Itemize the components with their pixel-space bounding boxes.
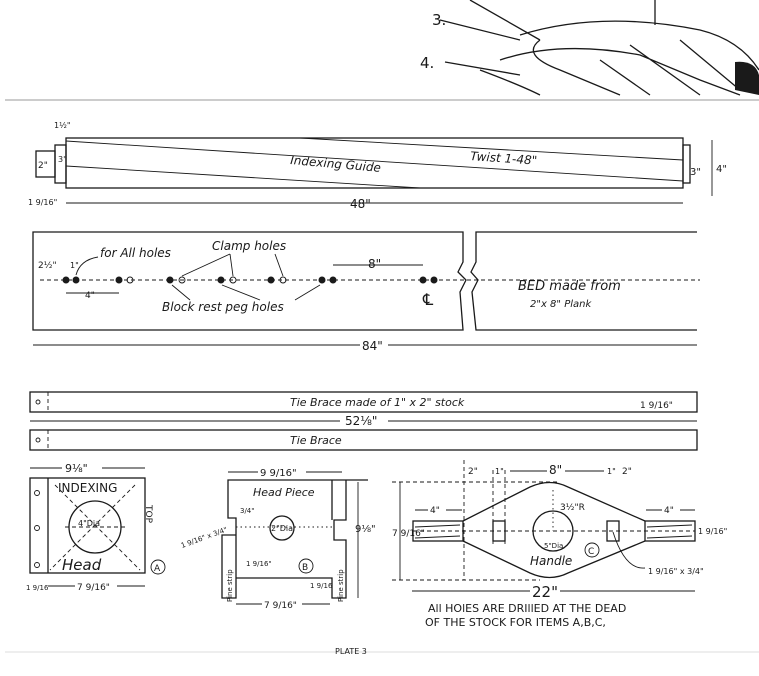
for-all-holes-label: for All holes <box>100 246 171 260</box>
part-a-title-top: INDEXING <box>58 481 117 495</box>
part-b-head-piece: 9 9/16" Head Piece 2"Dia 3/4" 1 9/16" x … <box>180 465 376 611</box>
bed-label: BED made from <box>518 279 621 294</box>
clamp-holes-label: Clamp holes <box>212 239 286 253</box>
tie-brace-1-label: Tie Brace made of 1" x 2" stock <box>290 396 465 409</box>
end-outer-dim: 3" <box>58 155 67 164</box>
label-4: 4. <box>420 54 434 72</box>
part-c-marker: C <box>588 547 594 557</box>
end-width-top: 1½" <box>54 121 71 130</box>
part-c-end: 1 9/16" <box>698 527 727 536</box>
part-c-d4a: 4" <box>430 506 440 516</box>
part-c-d1b: 1" <box>607 467 616 476</box>
part-c-d4b: 4" <box>664 506 674 516</box>
part-a-inner-width: 7 9/16" <box>77 583 110 593</box>
block-rest-label: Block rest peg holes <box>162 300 284 314</box>
tie-brace-2-label: Tie Brace <box>290 434 342 447</box>
tie-brace-width: 1 9/16" <box>640 401 673 411</box>
bed-holes <box>62 276 438 284</box>
bed-length: 84" <box>362 339 383 353</box>
indexing-guide: Indexing Guide Twist 1-48" 48" 1½" 2" 3"… <box>28 121 727 211</box>
part-b-dia: 2"Dia <box>271 524 293 533</box>
part-b-notch-size: 1 9/16" x 3/4" <box>180 526 229 550</box>
part-b-marker: B <box>302 563 308 573</box>
indexing-guide-title: Indexing Guide <box>290 153 382 175</box>
twist-label: Twist 1-48" <box>470 149 538 168</box>
tie-brace-length: 52⅛" <box>345 414 377 428</box>
part-c-d2a: 2" <box>468 467 478 477</box>
part-b-inset-2: 1 9/16 <box>310 582 333 590</box>
part-b-strip-right: Pine strip <box>337 569 345 602</box>
note-line-2: OF THE STOCK FOR ITEMS A,B,C, <box>425 616 606 629</box>
part-a-top: TOP <box>143 504 153 524</box>
part-a-offset: 1 9/16 <box>26 584 49 592</box>
note-line-1: All HOlES ARE DRIllED AT THE DEAD <box>428 602 626 615</box>
part-a-dia: 4"Dia <box>78 519 100 528</box>
part-c-radius: 3½"R <box>560 503 585 513</box>
part-b-notch: 3/4" <box>240 507 255 515</box>
bed-dim-hole: 1" <box>70 261 79 270</box>
centerline-symbol: ℄ <box>422 290 434 309</box>
part-c-slot: 1 9/16" x 3/4" <box>648 567 704 576</box>
bed-dim-start: 2½" <box>38 261 57 271</box>
label-3: 3. <box>432 11 446 29</box>
part-c-d2b: 2" <box>622 467 632 477</box>
part-b-title: Head Piece <box>253 486 315 499</box>
right-inner-dim: 3" <box>690 167 701 178</box>
end-inner-dim: 2" <box>38 161 48 171</box>
part-a-width: 9⅛" <box>65 462 88 475</box>
part-c-dia: 5"Dia <box>544 542 563 550</box>
part-b-inner-width: 7 9/16" <box>264 601 297 611</box>
part-c-length: 22" <box>532 583 558 601</box>
part-c-d8: 8" <box>549 463 562 477</box>
tie-braces: Tie Brace made of 1" x 2" stock 1 9/16" … <box>29 391 698 451</box>
part-c-d1a: 1" <box>495 467 504 476</box>
part-b-height: 9⅛" <box>355 524 376 535</box>
bed-dim-4: 4" <box>85 291 95 301</box>
part-a-indexing-head: 9⅛" INDEXING 4"Dia Head TOP A 1 9/16 7 9… <box>26 462 166 593</box>
part-c-handle: 2" 1" 8" 1" 2" 4" 4" 3½"R 5"Dia 7 9/16" … <box>392 460 727 601</box>
part-b-inset-1: 1 9/16" <box>246 560 272 568</box>
part-c-height: 7 9/16" <box>392 529 425 539</box>
bed-material: 2"x 8" Plank <box>530 299 592 310</box>
top-illustration: 3. 4. <box>420 0 759 96</box>
part-c-title: Handle <box>530 554 572 568</box>
part-b-strip-left: Pine strip <box>226 569 234 602</box>
plate-label: PLATE 3 <box>335 647 367 656</box>
right-outer-dim: 4" <box>716 164 727 175</box>
part-a-title-bottom: Head <box>62 556 102 574</box>
guide-length: 48" <box>350 197 371 211</box>
part-b-width: 9 9/16" <box>260 468 297 479</box>
bed-dim-8: 8" <box>368 257 381 271</box>
bed: for All holes Clamp holes Block rest peg… <box>32 231 700 353</box>
end-offset-dim: 1 9/16" <box>28 198 57 207</box>
part-a-marker: A <box>154 564 161 574</box>
